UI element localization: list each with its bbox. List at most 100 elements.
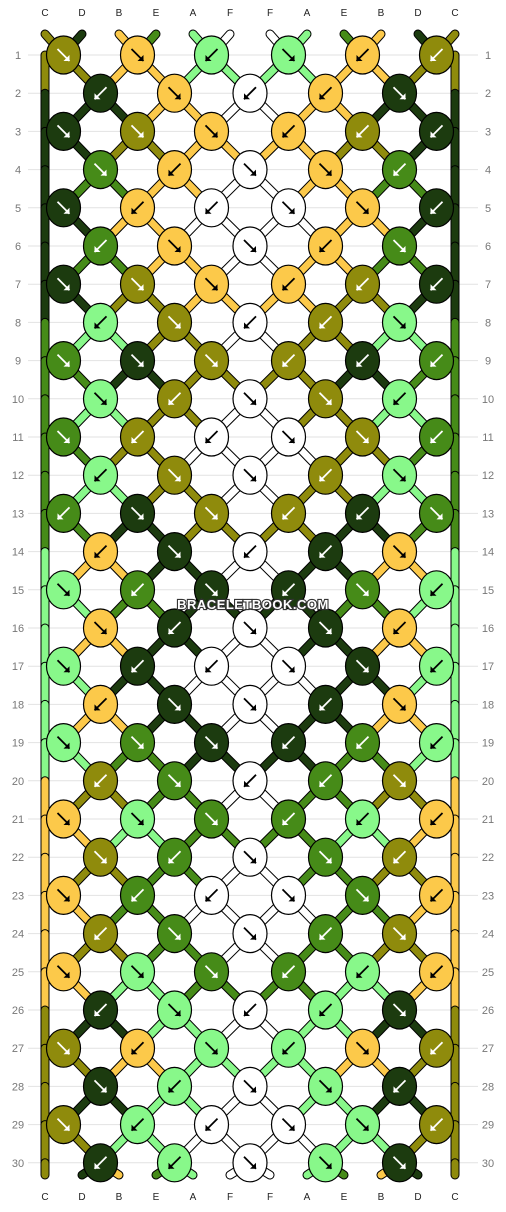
knot-arrowhead [63, 666, 70, 673]
knot-arrowhead [63, 131, 70, 138]
knot-arrowhead [430, 55, 437, 61]
knot-arrowhead [131, 207, 138, 214]
knot-arrowhead [430, 895, 437, 902]
row-number-left: 1 [15, 50, 21, 62]
knot-arrowhead [174, 322, 181, 329]
knot-arrowhead [399, 933, 406, 940]
knot-arrowhead [282, 360, 289, 367]
row-number-right: 24 [482, 929, 494, 941]
strand-label-top: B [116, 8, 123, 19]
strand-label-top: D [78, 8, 85, 19]
knot-arrowhead [63, 819, 70, 825]
knot-arrowhead [168, 628, 175, 634]
strand-label-bottom: D [78, 1192, 85, 1203]
strand-label-bottom: D [414, 1192, 421, 1203]
strand-label-top: E [153, 8, 160, 19]
row-number-left: 2 [15, 88, 21, 100]
knot-arrowhead [137, 360, 144, 367]
knot-arrowhead [131, 1048, 138, 1055]
strand-label-top: C [41, 8, 48, 19]
knot-arrowhead [430, 284, 437, 291]
knot-arrowhead [94, 780, 101, 787]
knot-arrowhead [356, 513, 363, 520]
knot-arrowhead [319, 933, 326, 940]
row-number-right: 16 [482, 623, 494, 635]
knot-arrowhead [94, 704, 101, 711]
knot-arrowhead [63, 437, 70, 443]
knot-arrowhead [137, 742, 144, 749]
knot-arrowhead [211, 131, 218, 138]
knot-arrowhead [94, 475, 101, 482]
knot-arrowhead [168, 1162, 175, 1169]
knot-arrowhead [205, 666, 212, 673]
row-number-right: 20 [482, 776, 494, 788]
strand-label-bottom: E [341, 1192, 348, 1203]
strand-label-bottom: B [378, 1192, 385, 1203]
knot-arrowhead [430, 1124, 437, 1131]
row-number-right: 15 [482, 585, 494, 597]
knot-arrowhead [399, 246, 406, 252]
knot-arrowhead [319, 475, 326, 482]
row-number-right: 6 [485, 241, 491, 253]
knot-arrowhead [100, 169, 107, 176]
knot-arrowhead [362, 589, 369, 596]
knot-arrowhead [282, 513, 289, 520]
row-number-right: 26 [482, 1005, 494, 1017]
knot-arrowhead [63, 360, 70, 367]
row-number-right: 14 [482, 547, 494, 559]
row-number-right: 28 [482, 1081, 494, 1093]
knot-arrowhead [319, 780, 326, 787]
knot-arrowhead [356, 971, 363, 978]
knot-arrowhead [250, 704, 256, 711]
knot-arrowhead [325, 628, 332, 634]
knot-arrowhead [174, 93, 181, 100]
strand-label-top: F [267, 8, 273, 19]
knot-arrowhead [63, 895, 70, 902]
knot-arrowhead [131, 1124, 138, 1131]
knot-arrowhead [205, 55, 212, 61]
row-number-left: 10 [12, 394, 24, 406]
knot-arrowhead [288, 437, 295, 443]
strand-label-bottom: F [267, 1192, 273, 1203]
knot-arrowhead [436, 513, 443, 520]
knot-arrowhead [174, 704, 181, 711]
knot-arrowhead [63, 742, 70, 749]
knot-arrowhead [137, 971, 144, 978]
knot-arrowhead [319, 551, 326, 558]
row-number-left: 21 [12, 814, 24, 826]
knot-arrowhead [174, 475, 181, 482]
row-number-left: 30 [12, 1158, 24, 1170]
knot-arrowhead [250, 1086, 256, 1093]
row-number-left: 11 [12, 432, 23, 444]
knot-arrowhead [57, 513, 64, 520]
strand-label-bottom: F [227, 1192, 233, 1203]
row-number-right: 8 [485, 317, 491, 329]
knot-arrowhead [211, 819, 218, 825]
knot-arrowhead [430, 742, 437, 749]
knot-arrowhead [356, 742, 363, 749]
knot-arrowhead [325, 857, 332, 864]
knot-arrowhead [137, 131, 144, 138]
knot-arrowhead [63, 284, 70, 291]
knot-arrowhead [319, 322, 326, 329]
knot-arrowhead [137, 55, 144, 61]
knot-arrowhead [282, 131, 289, 138]
knot-arrowhead [131, 589, 138, 596]
knot-arrowhead [244, 322, 250, 329]
strand-label-bottom: C [41, 1192, 48, 1203]
knot-arrowhead [211, 1048, 218, 1055]
row-number-left: 25 [12, 967, 24, 979]
row-number-left: 4 [15, 165, 21, 177]
row-number-right: 25 [482, 967, 494, 979]
knot-arrowhead [393, 398, 400, 405]
row-number-left: 24 [12, 929, 24, 941]
knot-arrowhead [174, 246, 181, 252]
knot-arrowhead [393, 169, 400, 176]
knot-arrowhead [137, 513, 144, 520]
knot-arrowhead [325, 1162, 332, 1169]
strand-label-bottom: A [304, 1192, 311, 1203]
strand-label-top: E [341, 8, 348, 19]
row-number-left: 22 [12, 852, 24, 864]
row-number-right: 13 [482, 508, 494, 520]
knot-arrowhead [174, 1010, 181, 1016]
